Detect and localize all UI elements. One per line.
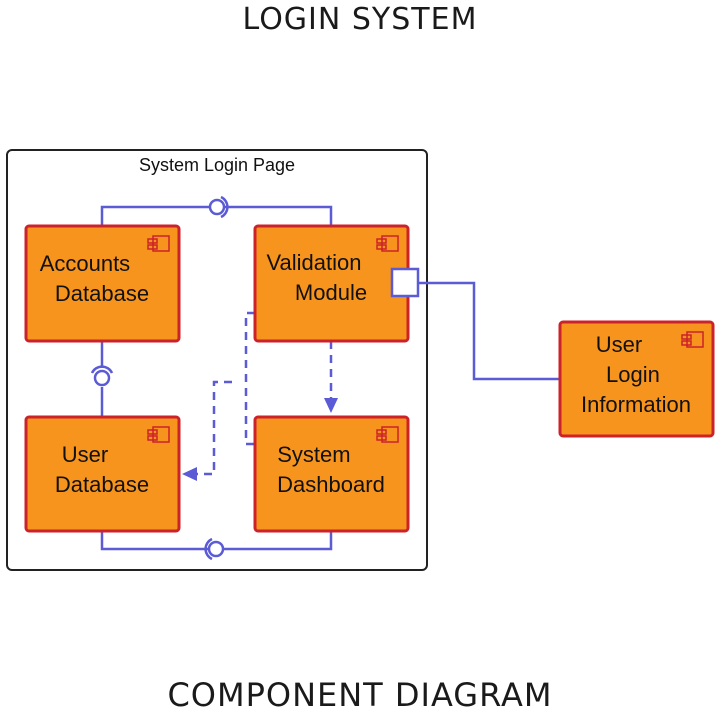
interface-left (90, 365, 114, 387)
component-icon (147, 235, 170, 252)
component-accounts-database[interactable]: Accounts Database (24, 224, 181, 343)
connectors (100, 205, 560, 551)
component-user-login-information[interactable]: User Login Information (558, 320, 715, 438)
interface-top (208, 195, 229, 219)
component-system-dashboard[interactable]: System Dashboard (253, 415, 410, 533)
required-interface-socket (220, 195, 229, 219)
component-icon (681, 331, 704, 348)
component-label: Validation Module (266, 250, 367, 305)
component-label: User Login Information (581, 332, 691, 417)
frame-label: System Login Page (139, 155, 295, 175)
diagram-title: LOGIN SYSTEM (242, 2, 478, 37)
component-icon (147, 426, 170, 443)
component-label: User Database (55, 442, 149, 497)
connector-userdb-dashboard (100, 531, 208, 551)
component-icon (376, 235, 399, 252)
provided-interface-ball (208, 198, 226, 216)
arrowhead-down (324, 398, 338, 413)
component-icon (376, 426, 399, 443)
component-validation-module[interactable]: Validation Module (253, 224, 410, 343)
required-interface-socket (204, 537, 213, 561)
connector-accounts-validation (100, 205, 213, 226)
diagram-subtitle: COMPONENT DIAGRAM (167, 676, 553, 714)
connector-dashboard-userdb (224, 531, 333, 551)
component-user-database[interactable]: User Database (24, 415, 181, 533)
port (390, 267, 420, 298)
connector-validation-userlogin (418, 281, 560, 381)
interface-bottom (204, 537, 225, 561)
component-label: Accounts Database (40, 251, 149, 306)
arrowhead-left (182, 467, 197, 481)
required-interface-socket (90, 365, 114, 374)
connector-validation-accounts (222, 205, 333, 226)
provided-interface-ball (93, 369, 111, 387)
dependency-dashboard-userdb (194, 380, 232, 476)
provided-interface-ball (207, 540, 225, 558)
component-label: System Dashboard (277, 442, 385, 497)
